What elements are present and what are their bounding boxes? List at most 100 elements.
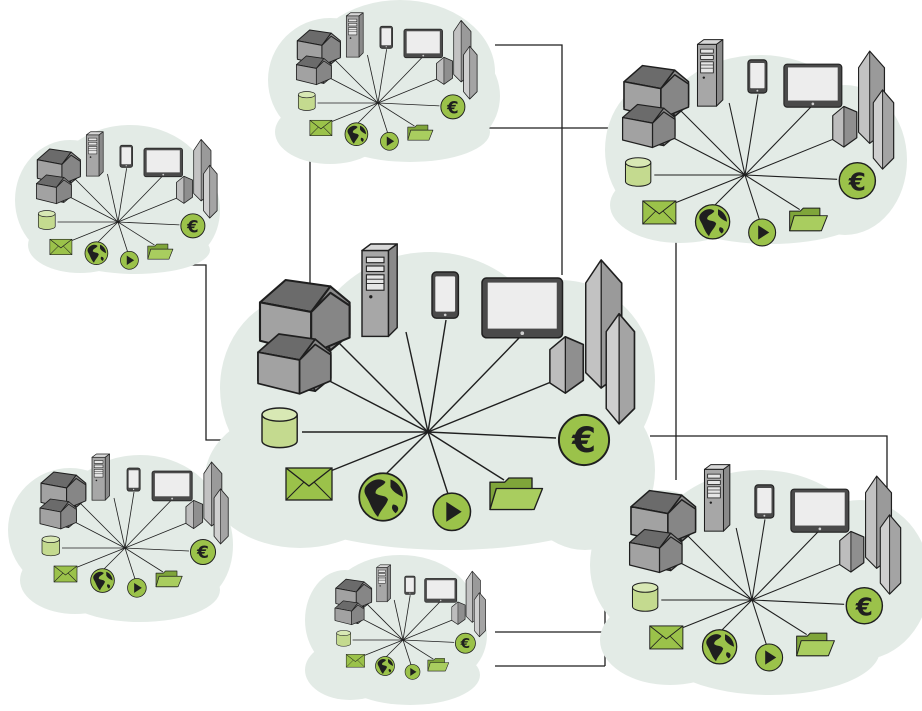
spoke-line: [64, 193, 119, 223]
server-icon: [91, 453, 110, 501]
spoke-line: [324, 74, 379, 104]
smartphone-icon: [747, 59, 768, 94]
envelope-icon: [345, 654, 365, 668]
cloud-spokes: [654, 88, 838, 220]
play-icon: [748, 218, 777, 247]
spoke-line: [117, 221, 155, 246]
spoke-line: [124, 521, 190, 549]
link-top-center-right: [495, 44, 563, 275]
globe-icon: [84, 241, 109, 266]
spoke-line: [117, 168, 128, 223]
spoke-line: [744, 94, 759, 176]
spoke-line: [117, 221, 180, 226]
spoke-line: [124, 547, 164, 573]
cloud-bottom-right: €: [590, 464, 922, 695]
envelope-icon: [285, 467, 333, 501]
envelope-icon: [309, 119, 333, 136]
house-icon: [628, 528, 683, 574]
house-icon: [334, 600, 365, 626]
server-icon: [376, 564, 391, 603]
house-icon: [257, 333, 332, 395]
spoke-line: [751, 599, 808, 636]
spoke-line: [679, 599, 753, 630]
spoke-line: [712, 174, 746, 208]
play-icon: [755, 643, 784, 672]
database-icon: [37, 210, 56, 230]
spoke-line: [382, 431, 429, 478]
tablet-icon: [481, 277, 564, 339]
spoke-line: [393, 599, 404, 641]
spoke-line: [427, 431, 505, 481]
euro-symbol: €: [186, 217, 198, 236]
euro-symbol: €: [446, 98, 458, 117]
spoke-line: [102, 547, 126, 571]
smartphone-icon: [431, 271, 460, 319]
spoke-line: [427, 431, 449, 495]
cloud-bottom: €: [305, 555, 487, 705]
spoke-line: [744, 174, 760, 220]
spoke-line: [427, 431, 557, 439]
database-icon: [336, 630, 351, 647]
spoke-line: [744, 174, 838, 180]
spoke-line: [751, 599, 767, 645]
spoke-line: [735, 527, 753, 601]
euro-symbol: €: [460, 636, 471, 652]
smartphone-icon: [379, 25, 393, 49]
spoke-line: [402, 639, 412, 665]
tablet-icon: [424, 578, 458, 603]
house-icon: [295, 55, 332, 86]
spoke-line: [113, 497, 126, 549]
database-icon: [631, 582, 659, 612]
spoke-line: [362, 639, 404, 657]
link-center-bottomright: [650, 435, 888, 510]
spoke-line: [427, 379, 557, 433]
tablet-icon: [143, 147, 183, 178]
smartphone-icon: [126, 467, 141, 492]
spoke-line: [315, 373, 429, 433]
spoke-line: [117, 221, 128, 252]
spoke-line: [672, 174, 746, 205]
spoke-line: [744, 106, 812, 176]
spoke-line: [69, 221, 119, 242]
server-icon: [345, 12, 364, 58]
play-icon: [404, 664, 421, 680]
smartphone-icon: [404, 575, 416, 595]
server-icon: [361, 243, 398, 338]
spoke-line: [74, 547, 126, 569]
spoke-line: [405, 331, 429, 433]
play-icon: [120, 250, 139, 270]
spoke-line: [751, 531, 819, 601]
spoke-line: [719, 599, 753, 633]
spoke-line: [327, 431, 429, 473]
globe-icon: [90, 568, 115, 593]
spoke-line: [124, 547, 190, 552]
play-icon: [380, 131, 399, 151]
house-icon: [39, 498, 77, 530]
spoke-line: [124, 500, 172, 549]
envelope-icon: [53, 565, 78, 583]
spoke-line: [402, 618, 455, 641]
spoke-line: [427, 319, 447, 433]
spoke-line: [117, 176, 163, 223]
spoke-line: [377, 77, 440, 104]
spoke-line: [356, 102, 379, 125]
spoke-line: [377, 49, 388, 104]
euro-symbol: €: [848, 167, 866, 196]
house-icon: [35, 174, 72, 205]
spoke-line: [96, 221, 119, 244]
spoke-line: [107, 173, 119, 223]
spoke-line: [744, 137, 838, 176]
spoke-line: [124, 547, 136, 580]
euro-symbol: €: [571, 421, 596, 461]
database-icon: [261, 407, 298, 449]
spoke-line: [384, 639, 404, 659]
spoke-line: [367, 54, 379, 104]
tablet-icon: [403, 28, 443, 59]
spoke-line: [402, 595, 411, 641]
globe-icon: [694, 204, 731, 240]
spoke-line: [751, 519, 766, 601]
spoke-line: [124, 491, 135, 549]
tablet-icon: [790, 488, 850, 533]
spoke-line: [358, 616, 404, 641]
spoke-line: [664, 132, 746, 176]
